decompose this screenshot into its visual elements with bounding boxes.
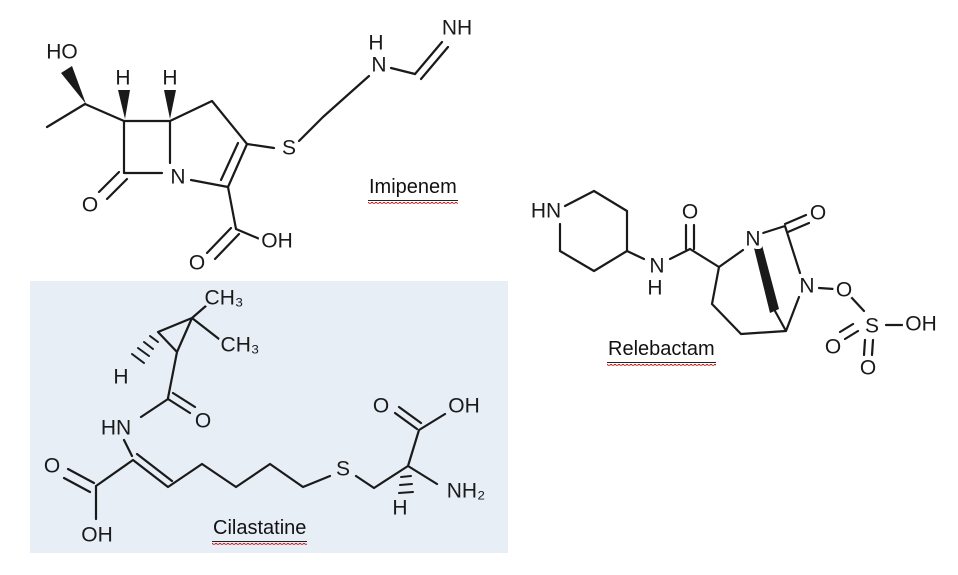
- cilastatine-label-text: Cilastatine: [212, 517, 308, 542]
- atom-label-ho: HO: [46, 41, 78, 64]
- relebactam-bridge-wedge: [754, 245, 779, 313]
- relebactam-single-bonds: [558, 189, 905, 336]
- atom-label-oh: OH: [448, 395, 480, 418]
- atom-label-o: O: [810, 202, 826, 225]
- atom-label-oh: OH: [261, 230, 293, 253]
- atom-label-h: H: [368, 32, 383, 55]
- atom-label-o: O: [373, 395, 389, 418]
- cilastatine-hash-wedge-stereocenter: [398, 475, 414, 494]
- atom-label-o: O: [836, 279, 852, 302]
- atom-label-nh: NH₂: [447, 480, 485, 503]
- atom-label-s: S: [336, 458, 350, 481]
- atom-label-oh: OH: [905, 313, 937, 336]
- cilastatine-label: Cilastatine: [212, 517, 308, 546]
- cilastatine-structure: CH₃ CH₃ H O HN O OH S H NH₂ O OH: [40, 283, 488, 550]
- cilastatine-double-bonds: [62, 391, 423, 494]
- atom-label-n: N: [799, 275, 814, 298]
- relebactam-label: Relebactam: [607, 338, 716, 367]
- atom-label-o: O: [195, 410, 211, 433]
- atom-label-o: O: [682, 201, 698, 224]
- atom-label-hn: HN: [101, 417, 131, 440]
- atom-label-n: N: [371, 54, 386, 77]
- imipenem-double-bonds: [97, 40, 450, 261]
- atom-label-n: N: [649, 255, 664, 278]
- atom-label-s: S: [282, 137, 296, 160]
- atom-label-o: O: [82, 194, 98, 217]
- atom-label-o: O: [825, 336, 841, 359]
- atom-label-h: H: [113, 366, 128, 389]
- relebactam-label-text: Relebactam: [607, 338, 716, 363]
- atom-label-h: H: [647, 277, 662, 300]
- imipenem-single-bonds: [45, 66, 417, 242]
- atom-label-h: H: [162, 67, 177, 90]
- atom-label-o: O: [860, 357, 876, 380]
- atom-label-ch: CH₃: [221, 334, 260, 357]
- imipenem-wedge-h5: [164, 90, 176, 119]
- cilastatine-hash-wedge-cyclopropane: [131, 335, 159, 364]
- atom-label-ch: CH₃: [205, 287, 244, 310]
- imipenem-wedge-oh: [61, 66, 86, 104]
- atom-label-n: N: [170, 166, 185, 189]
- imipenem-wedge-h6: [118, 90, 130, 119]
- atom-label-s: S: [865, 315, 879, 338]
- atom-label-h: H: [115, 67, 130, 90]
- atom-label-o: O: [189, 252, 205, 275]
- relebactam-double-bonds: [684, 213, 875, 357]
- imipenem-label-text: Imipenem: [368, 176, 458, 201]
- atom-label-hn: HN: [531, 200, 561, 223]
- imipenem-label: Imipenem: [368, 176, 458, 205]
- atom-label-h: H: [392, 497, 407, 520]
- atom-label-n: N: [745, 228, 760, 251]
- atom-label-oh: OH: [81, 524, 113, 547]
- atom-label-nh: NH: [442, 17, 472, 40]
- atom-label-o: O: [44, 455, 60, 478]
- cilastatine-single-bonds: [94, 303, 447, 521]
- cilastatine-highlight-box: [30, 281, 508, 553]
